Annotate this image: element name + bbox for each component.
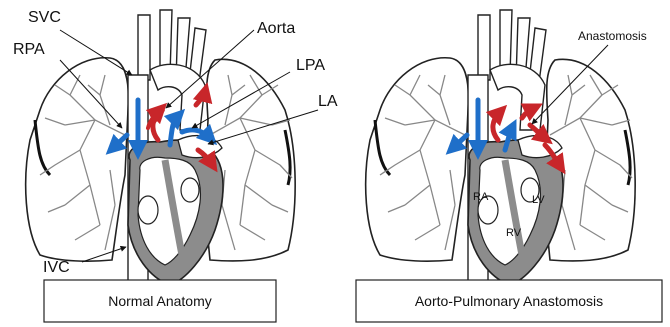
label-lpa: LPA	[296, 57, 325, 74]
label-aorta: Aorta	[257, 20, 295, 37]
heart-icon	[366, 10, 635, 305]
panel-aorto-pulmonary: Anastomosis RA LV RV Aorto-Pulmonary Ana…	[356, 10, 662, 322]
label-ra: RA	[473, 191, 489, 203]
label-anastomosis: Anastomosis	[578, 29, 647, 43]
caption-anastomosis: Aorto-Pulmonary Anastomosis	[415, 293, 603, 309]
label-rpa: RPA	[13, 41, 45, 58]
label-svc: SVC	[28, 9, 61, 26]
label-rv: RV	[506, 227, 522, 239]
caption-normal: Normal Anatomy	[108, 293, 211, 309]
label-la: LA	[318, 93, 338, 110]
panel-normal-anatomy: SVC RPA Aorta LPA LA IVC Normal Anatomy	[13, 9, 338, 322]
label-ivc: IVC	[43, 259, 70, 276]
label-lv: LV	[532, 194, 545, 206]
